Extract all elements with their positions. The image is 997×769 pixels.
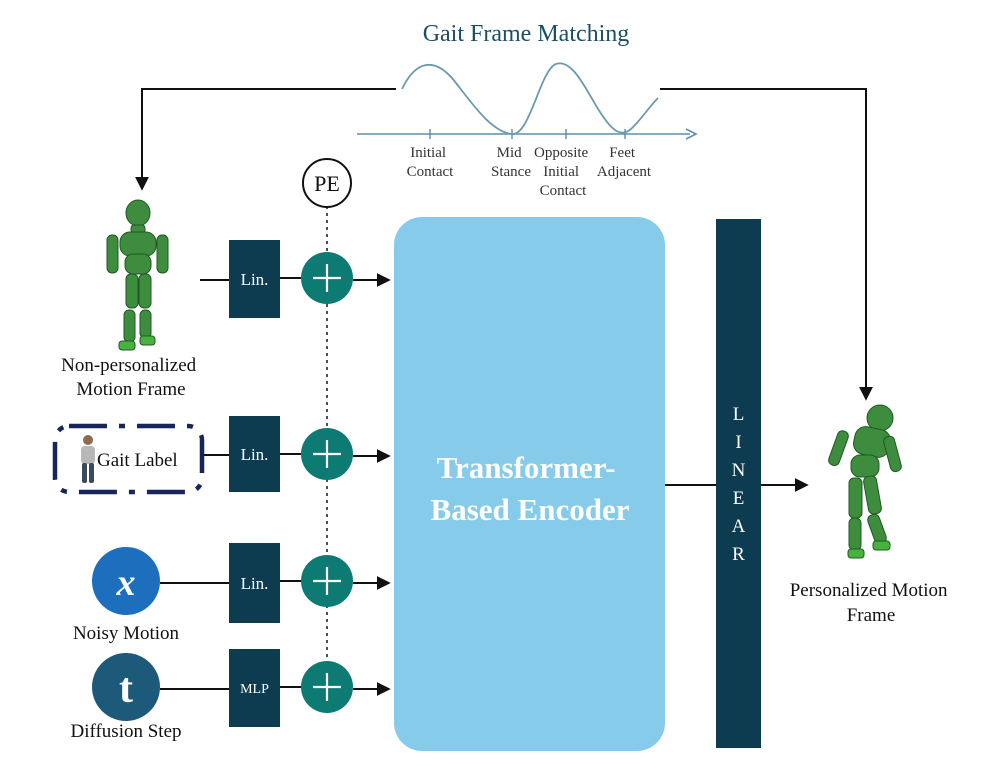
linear-letter: A [732, 516, 746, 537]
lin-block-3 [229, 543, 280, 623]
noisy-motion-label: Noisy Motion [73, 623, 180, 644]
encoder-label: Transformer- Based Encoder [431, 450, 630, 527]
linear-letter: E [733, 488, 745, 509]
gait-matching-title: Gait Frame Matching [423, 21, 630, 47]
mlp-block-label: MLP [240, 682, 269, 697]
non-personalized-figure-icon [106, 199, 169, 351]
phase-initial-contact-label: Initial Contact [407, 145, 454, 180]
linear-letter: N [732, 460, 746, 481]
adder-2 [301, 428, 353, 480]
noisy-motion-symbol: x [116, 562, 136, 604]
motion-frame-label: Non-personalized Motion Frame [61, 355, 201, 400]
person-photo-icon [81, 435, 95, 483]
lin-block-2 [229, 416, 280, 492]
lin-block-1 [229, 240, 280, 318]
matching-connector-right [660, 88, 873, 401]
lin-block-3-label: Lin. [241, 574, 269, 593]
transformer-encoder-block [394, 217, 665, 751]
phase-opposite-initial-contact-label: Opposite Initial Contact [534, 145, 592, 199]
gait-cycle-wave [401, 62, 659, 135]
linear-letter: L [733, 404, 745, 425]
phase-feet-adjacent-label: Feet Adjacent [597, 145, 652, 180]
lin-block-1-label: Lin. [241, 270, 269, 289]
gait-phase-axis [357, 128, 698, 140]
adder-1 [301, 252, 353, 304]
pe-label: PE [314, 171, 340, 196]
gait-label-frame [52, 423, 205, 495]
diffusion-step-icon [92, 653, 160, 721]
pe-circle [302, 158, 352, 208]
diffusion-step-symbol: t [119, 666, 133, 712]
output-label: Personalized Motion Frame [790, 580, 953, 626]
lin-block-2-label: Lin. [241, 445, 269, 464]
gait-phase-labels: Initial Contact Mid Stance Opposite Init… [407, 145, 652, 199]
gait-label-text: Gait Label [97, 450, 178, 471]
linear-letter: R [732, 544, 745, 565]
adder-3 [301, 555, 353, 607]
matching-connector-left [135, 88, 396, 191]
adder-4 [301, 661, 353, 713]
mlp-block [229, 649, 280, 727]
noisy-motion-icon [92, 547, 160, 615]
linear-output-layer [716, 219, 761, 748]
phase-mid-stance-label: Mid Stance [491, 145, 531, 180]
linear-layer-letters: L I N E A R [732, 404, 746, 565]
linear-letter: I [735, 432, 741, 453]
personalized-figure-icon [828, 404, 902, 559]
diffusion-step-label: Diffusion Step [70, 721, 181, 742]
